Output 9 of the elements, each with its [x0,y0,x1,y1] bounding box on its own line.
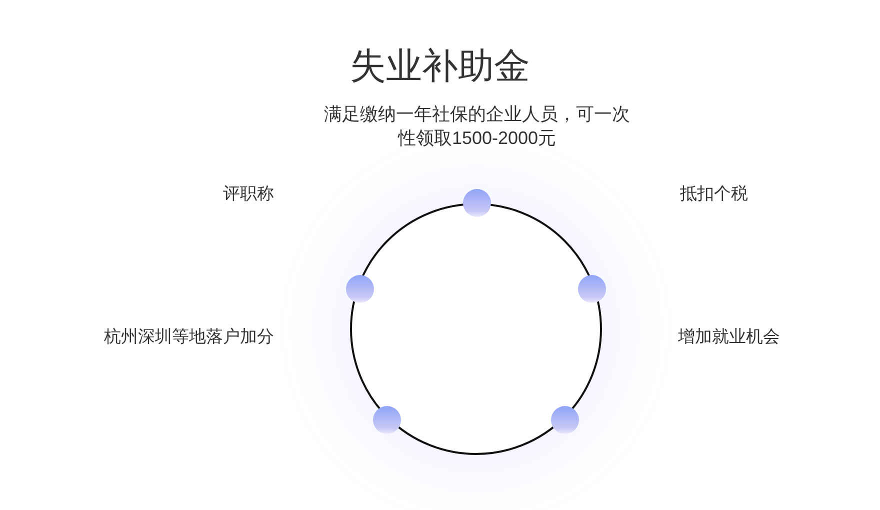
marker-dot [463,189,491,217]
benefit-label: 增加就业机会 [678,326,781,348]
description-text: 满足缴纳一年社保的企业人员，可一次性领取1500-2000元 [323,103,631,150]
marker-dot [346,275,374,303]
benefit-label: 评职称 [222,183,274,205]
marker-dot [578,275,606,303]
title: 失业补助金 [349,44,531,88]
benefit-label: 杭州深圳等地落户加分 [103,326,274,348]
benefit-label: 抵扣个税 [680,183,749,205]
